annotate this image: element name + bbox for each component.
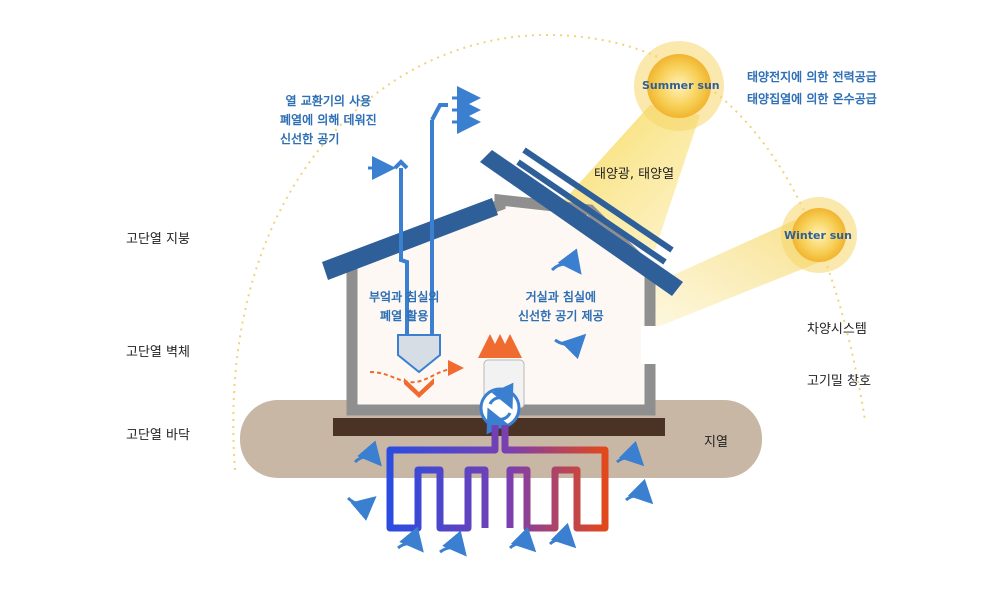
left-roof bbox=[322, 198, 498, 280]
label-wall: 고단열 벽체 bbox=[126, 345, 190, 360]
living-line-2: 신선한 공기 제공 bbox=[518, 309, 604, 323]
right-roof bbox=[480, 150, 683, 296]
label-solar-supply: 태양전지에 의한 전력공급 태양집열에 의한 온수공급 bbox=[747, 66, 877, 110]
living-air-arrow-top bbox=[550, 248, 582, 275]
summer-sun-icon bbox=[634, 41, 724, 131]
waste-heat-chevron bbox=[404, 378, 434, 398]
ground-flow-arrows bbox=[346, 440, 654, 557]
label-winter-sun: Winter sun bbox=[784, 229, 852, 242]
solar-power-line-1: 태양전지에 의한 전력공급 bbox=[747, 70, 877, 84]
winter-sun-beam bbox=[640, 220, 825, 330]
kitchen-line-1: 부엌과 침실의 bbox=[369, 290, 440, 304]
solar-panel-icon bbox=[516, 147, 674, 265]
label-windows: 고기밀 창호 bbox=[807, 374, 871, 389]
fresh-air-line-2: 폐열에 의해 데워진 bbox=[280, 113, 377, 127]
heat-up-arrows bbox=[478, 334, 522, 358]
fresh-air-line-1: 열 교환기의 사용 bbox=[285, 94, 372, 108]
heat-exchanger bbox=[397, 334, 441, 374]
winter-sun-icon bbox=[781, 197, 857, 273]
label-shading: 차양시스템 bbox=[807, 322, 867, 337]
fresh-air-line-3: 신선한 공기 bbox=[280, 132, 340, 146]
label-floor: 고단열 바닥 bbox=[126, 428, 190, 443]
geothermal-pipe bbox=[386, 425, 609, 532]
ventilation-ducts bbox=[393, 103, 448, 335]
label-sunlight-heat: 태양광, 태양열 bbox=[594, 167, 675, 182]
living-air-arrow-bottom bbox=[554, 333, 587, 360]
fresh-air-arrows bbox=[368, 86, 481, 180]
label-kitchen-waste-heat: 부엌과 침실의 폐열 활용 bbox=[369, 288, 439, 326]
label-geothermal: 지열 bbox=[704, 435, 728, 450]
circulation-pump-icon bbox=[479, 387, 521, 429]
label-summer-sun: Summer sun bbox=[642, 79, 720, 92]
solar-power-line-2: 태양집열에 의한 온수공급 bbox=[747, 92, 877, 106]
label-living-fresh-air: 거실과 침실에 신선한 공기 제공 bbox=[518, 288, 604, 326]
kitchen-line-2: 폐열 활용 bbox=[380, 309, 429, 323]
waste-heat-flow bbox=[369, 360, 464, 384]
living-line-1: 거실과 침실에 bbox=[525, 290, 597, 304]
window-gap bbox=[641, 326, 661, 364]
sun-path-arc bbox=[232, 33, 866, 471]
label-fresh-air: 열 교환기의 사용 폐열에 의해 데워진 신선한 공기 bbox=[280, 92, 377, 149]
label-roof: 고단열 지붕 bbox=[126, 232, 190, 247]
